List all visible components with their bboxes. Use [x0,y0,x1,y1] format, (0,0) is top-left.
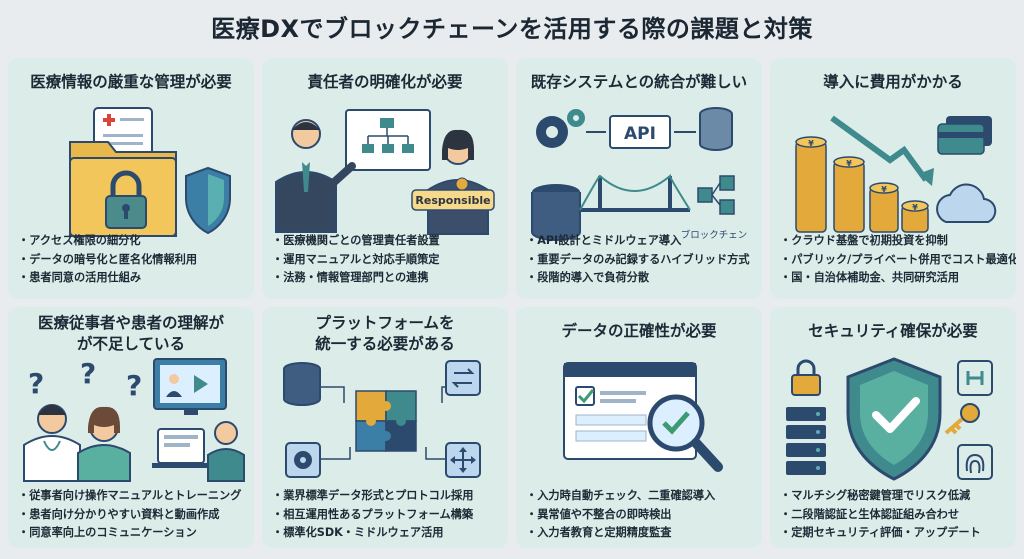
card-bullet-list: 入力時自動チェック、二重確認導入 異常値や不整合の即時検出 入力者教育と定期精度… [526,487,758,543]
block-cube [697,187,713,203]
card-integration: 既存システムとの統合が難しい API [516,58,762,299]
card-bullet-list: 業界標準データ形式とプロトコル採用 相互運用性あるプラットフォーム構築 標準化S… [272,487,504,543]
card-title: セキュリティ確保が必要 [770,321,1016,342]
folder-lock-illustration [69,107,231,237]
card-title: プラットフォームを 統一する必要がある [262,313,508,355]
list-item: マルチシグ秘密鍵管理でリスク低減 [780,487,1012,506]
svg-text:¥: ¥ [912,203,918,212]
list-item: 定期セキュリティ評価・アップデート [780,524,1012,543]
badge-label: Responsible [415,194,490,207]
list-item: クラウド基盤で初期投資を抑制 [780,232,1012,251]
card-bullet-list: 従事者向け操作マニュアルとトレーニング 患者向け分かりやすい資料と動画作成 同意… [18,487,250,543]
server-icon [786,407,826,475]
card-understanding: 医療従事者や患者の理解が が不足している ? ? ? [8,307,254,548]
list-item: 運用マニュアルと対応手順策定 [272,251,504,270]
svg-text:¥: ¥ [881,185,887,194]
list-item: 業界標準データ形式とプロトコル採用 [272,487,504,506]
list-item: 患者向け分かりやすい資料と動画作成 [18,506,250,525]
list-item: 入力者教育と定期精度監査 [526,524,758,543]
card-responsibility: 責任者の明確化が必要 Responsible 医療機関ご [262,58,508,299]
card-bullet-list: API設計とミドルウェア導入 重要データのみ記録するハイブリッド方式 段階的導入… [526,232,758,288]
list-item: 相互運用性あるプラットフォーム構築 [272,506,504,525]
card-title-line: プラットフォームを [315,314,455,332]
list-item: 段階的導入で負荷分散 [526,269,758,288]
card-title-line: セキュリティ確保が必要 [808,322,978,340]
cloud-icon [936,183,997,223]
key-icon [960,403,980,423]
integration-illustration: API ブロックチェン [531,107,747,241]
cost-illustration: ¥ ¥ ¥ ¥ [795,115,997,233]
exchange-icon [445,360,481,396]
card-bullet-list: マルチシグ秘密鍵管理でリスク低減 二段階認証と生体認証組み合わせ 定期セキュリテ… [780,487,1012,543]
card-platform: プラットフォームを 統一する必要がある [262,307,508,548]
coin-stack-icon: ¥ ¥ ¥ ¥ [795,136,929,233]
card-title: 医療情報の厳重な管理が必要 [8,72,254,93]
title-bar: 医療DXでブロックチェーンを活用する際の課題と対策 [0,0,1024,52]
security-illustration [786,357,993,481]
card-title: データの正確性が必要 [516,321,762,342]
card-title-line: 既存システムとの統合が難しい [530,73,748,91]
lock-icon [796,359,816,375]
list-item: パブリック/プライベート併用でコスト最適化 [780,251,1016,270]
card-title: 既存システムとの統合が難しい [516,72,762,93]
card-title: 導入に費用がかかる [770,72,1016,93]
card-bullet-list: クラウド基盤で初期投資を抑制 パブリック/プライベート併用でコスト最適化 国・自… [780,232,1016,288]
check-icon [872,397,920,433]
list-item: 医療機関ごとの管理責任者設置 [272,232,504,251]
svg-text:?: ? [126,369,142,402]
card-title-line: 導入に費用がかかる [823,73,963,91]
card-bullet-list: アクセス権限の細分化 データの暗号化と匿名化情報利用 患者同意の活用仕組み [18,232,250,288]
card-security: セキュリティ確保が必要 [770,307,1016,548]
page-title: 医療DXでブロックチェーンを活用する際の課題と対策 [211,14,813,43]
list-item: 異常値や不整合の即時検出 [526,506,758,525]
list-item: アクセス権限の細分化 [18,232,250,251]
fingerprint-icon [957,444,993,480]
card-title: 責任者の明確化が必要 [262,72,508,93]
svg-text:?: ? [80,357,96,390]
list-item: 法務・情報管理部門との連携 [272,269,504,288]
list-item: 二段階認証と生体認証組み合わせ [780,506,1012,525]
card-title-line: が不足している [76,335,186,353]
card-title-line: 医療従事者や患者の理解が [37,314,224,332]
list-item: 入力時自動チェック、二重確認導入 [526,487,758,506]
lock-icon [110,170,142,196]
question-mark-icon: ? [28,367,44,400]
list-item: 従事者向け操作マニュアルとトレーニング [18,487,250,506]
responsible-badge [411,189,495,211]
api-label: API [624,124,656,144]
card-bullet-list: 医療機関ごとの管理責任者設置 運用マニュアルと対応手順策定 法務・情報管理部門と… [272,232,504,288]
list-item: データの暗号化と匿名化情報利用 [18,251,250,270]
check-box-icon [575,386,595,406]
svg-text:¥: ¥ [846,159,852,168]
list-item: 国・自治体補助金、共同研究活用 [780,269,1012,288]
responsible-people-illustration: Responsible [275,109,495,235]
card-title-line: データの正確性が必要 [561,322,717,340]
puzzle-icon [355,390,417,452]
card-title-line: 責任者の明確化が必要 [307,73,463,91]
card-data-management: 医療情報の厳重な管理が必要 アクセス権限の細分化 データの暗号化と匿名化情報利用 [8,58,254,299]
list-item: 重要データのみ記録するハイブリッド方式 [526,251,758,270]
svg-text:¥: ¥ [808,139,814,148]
card-title: 医療従事者や患者の理解が が不足している [8,313,254,355]
list-item: 標準化SDK・ミドルウェア活用 [272,524,504,543]
face-scan-icon [957,360,993,396]
list-item: API設計とミドルウェア導入 [526,232,758,251]
platform-puzzle-illustration [283,360,481,478]
list-item: 同意率向上のコミュニケーション [18,524,250,543]
data-check-illustration [563,362,723,472]
api-box [609,115,671,149]
list-item: 患者同意の活用仕組み [18,269,250,288]
card-cost: 導入に費用がかかる ¥ ¥ ¥ ¥ [770,58,1016,299]
down-trend-arrow [830,115,929,182]
play-icon [194,375,208,393]
card-title-line: 医療情報の厳重な管理が必要 [30,73,232,91]
card-title-line: 統一する必要がある [315,335,455,353]
card-accuracy: データの正確性が必要 入力時自動チェック、二重確認導入 異常値や不整合の即時検出… [516,307,762,548]
education-illustration: ? ? ? [23,357,245,482]
